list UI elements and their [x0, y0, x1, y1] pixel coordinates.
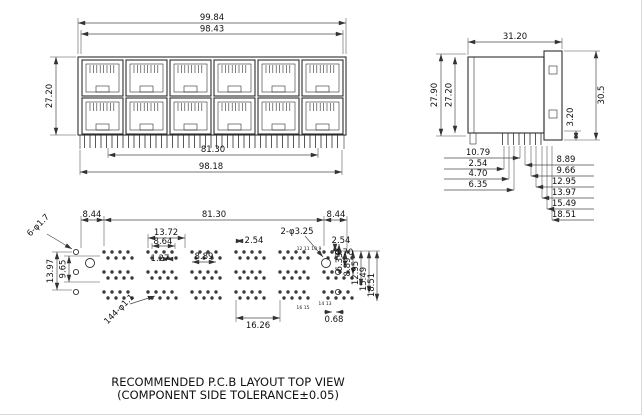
pcb-right-dim-2-54: 2.54 — [332, 236, 351, 246]
dim-front-pin-span: 81.30 — [201, 145, 225, 155]
side-body-outline — [467, 56, 545, 134]
caption-line1: RECOMMENDED P.C.B LAYOUT TOP VIEW — [111, 375, 344, 389]
side-right-offset-1: 9.66 — [557, 166, 576, 176]
pcb-dim-1-27: 1.27 — [151, 254, 170, 264]
side-right-offset-2: 12.95 — [552, 177, 576, 187]
pcb-dim-2-54: 2.54 — [245, 236, 264, 246]
pcb-left-dim-9-65: 9.65 — [59, 260, 69, 279]
pcb-dim-13-72: 13.72 — [154, 228, 178, 238]
pcb-pin-hole-clusters — [102, 250, 354, 300]
pcb-pin-numbers-bottom-b: 14 13 — [318, 301, 331, 307]
side-right-offset-lines — [525, 162, 594, 223]
pcb-callout-large-holes: 2-φ3.25 — [280, 227, 313, 237]
pcb-row-offset-2: 12.95 — [351, 261, 361, 285]
pcb-layout-view — [72, 248, 354, 300]
pcb-dimension-lines — [54, 217, 380, 321]
pcb-dim-8-89: 8.89 — [195, 252, 214, 262]
side-left-offset-0: 10.79 — [466, 148, 490, 158]
dim-front-height: 27.20 — [45, 84, 55, 108]
caption-line2: (COMPONENT SIDE TOLERANCE±0.05) — [117, 388, 339, 402]
side-flange-window-top — [548, 65, 558, 75]
side-left-offset-lines — [444, 155, 520, 193]
dim-side-tab: 3.20 — [566, 108, 576, 127]
dim-front-width-shield: 98.43 — [200, 25, 224, 35]
pcb-span: 81.30 — [202, 210, 226, 220]
pcb-row-offset-1: 8.89 — [343, 258, 353, 277]
side-pin-leads — [500, 133, 546, 145]
dim-front-width-overall: 99.84 — [200, 13, 224, 23]
pcb-row-offset-4: 18.51 — [367, 273, 377, 297]
side-right-offset-5: 18.51 — [552, 210, 576, 220]
side-right-offset-3: 13.97 — [552, 188, 576, 198]
pcb-margin-right: 8.44 — [327, 210, 346, 220]
pcb-margin-left: 8.44 — [83, 210, 102, 220]
side-dimension-lines — [438, 39, 599, 140]
rj45-ports — [81, 59, 344, 135]
front-dimension-lines — [53, 20, 346, 175]
pcb-row-offset-0: 6.35 — [335, 253, 345, 272]
pcb-row-offset-3: 15.49 — [359, 267, 369, 291]
pcb-dim-0-68: 0.68 — [325, 315, 344, 325]
pcb-dim-16-26: 16.26 — [246, 321, 270, 331]
dim-front-width-bottom: 98.18 — [199, 162, 223, 172]
pcb-left-dim-13-97: 13.97 — [46, 259, 56, 283]
pcb-dim-8-64: 8.64 — [154, 237, 173, 247]
side-front-flange — [543, 50, 563, 141]
side-view — [467, 50, 563, 145]
side-right-offset-0: 8.89 — [557, 155, 576, 165]
front-pin-leads — [84, 135, 340, 148]
side-left-offset-3: 6.35 — [469, 180, 488, 190]
pcb-pin-numbers-top: 12 11 10 9 — [297, 246, 322, 252]
side-right-offset-4: 15.49 — [552, 199, 576, 209]
pcb-leader-lines — [46, 233, 344, 315]
side-left-offset-2: 4.70 — [469, 169, 488, 179]
pcb-pin-numbers-bottom-a: 16 15 — [296, 305, 309, 311]
dim-side-height-overall: 27.90 — [430, 83, 440, 107]
side-flange-window-bottom — [548, 109, 558, 119]
side-mounting-post — [469, 132, 477, 145]
front-view — [77, 56, 347, 149]
side-left-offset-1: 2.54 — [469, 159, 488, 169]
dim-side-depth: 31.20 — [503, 32, 527, 42]
dim-side-height-front: 30.5 — [597, 86, 607, 105]
dim-side-height-body: 27.20 — [445, 83, 455, 107]
pcb-right-dim-4-70: 4.70 — [335, 248, 354, 258]
pcb-mounting-holes — [85, 258, 331, 268]
